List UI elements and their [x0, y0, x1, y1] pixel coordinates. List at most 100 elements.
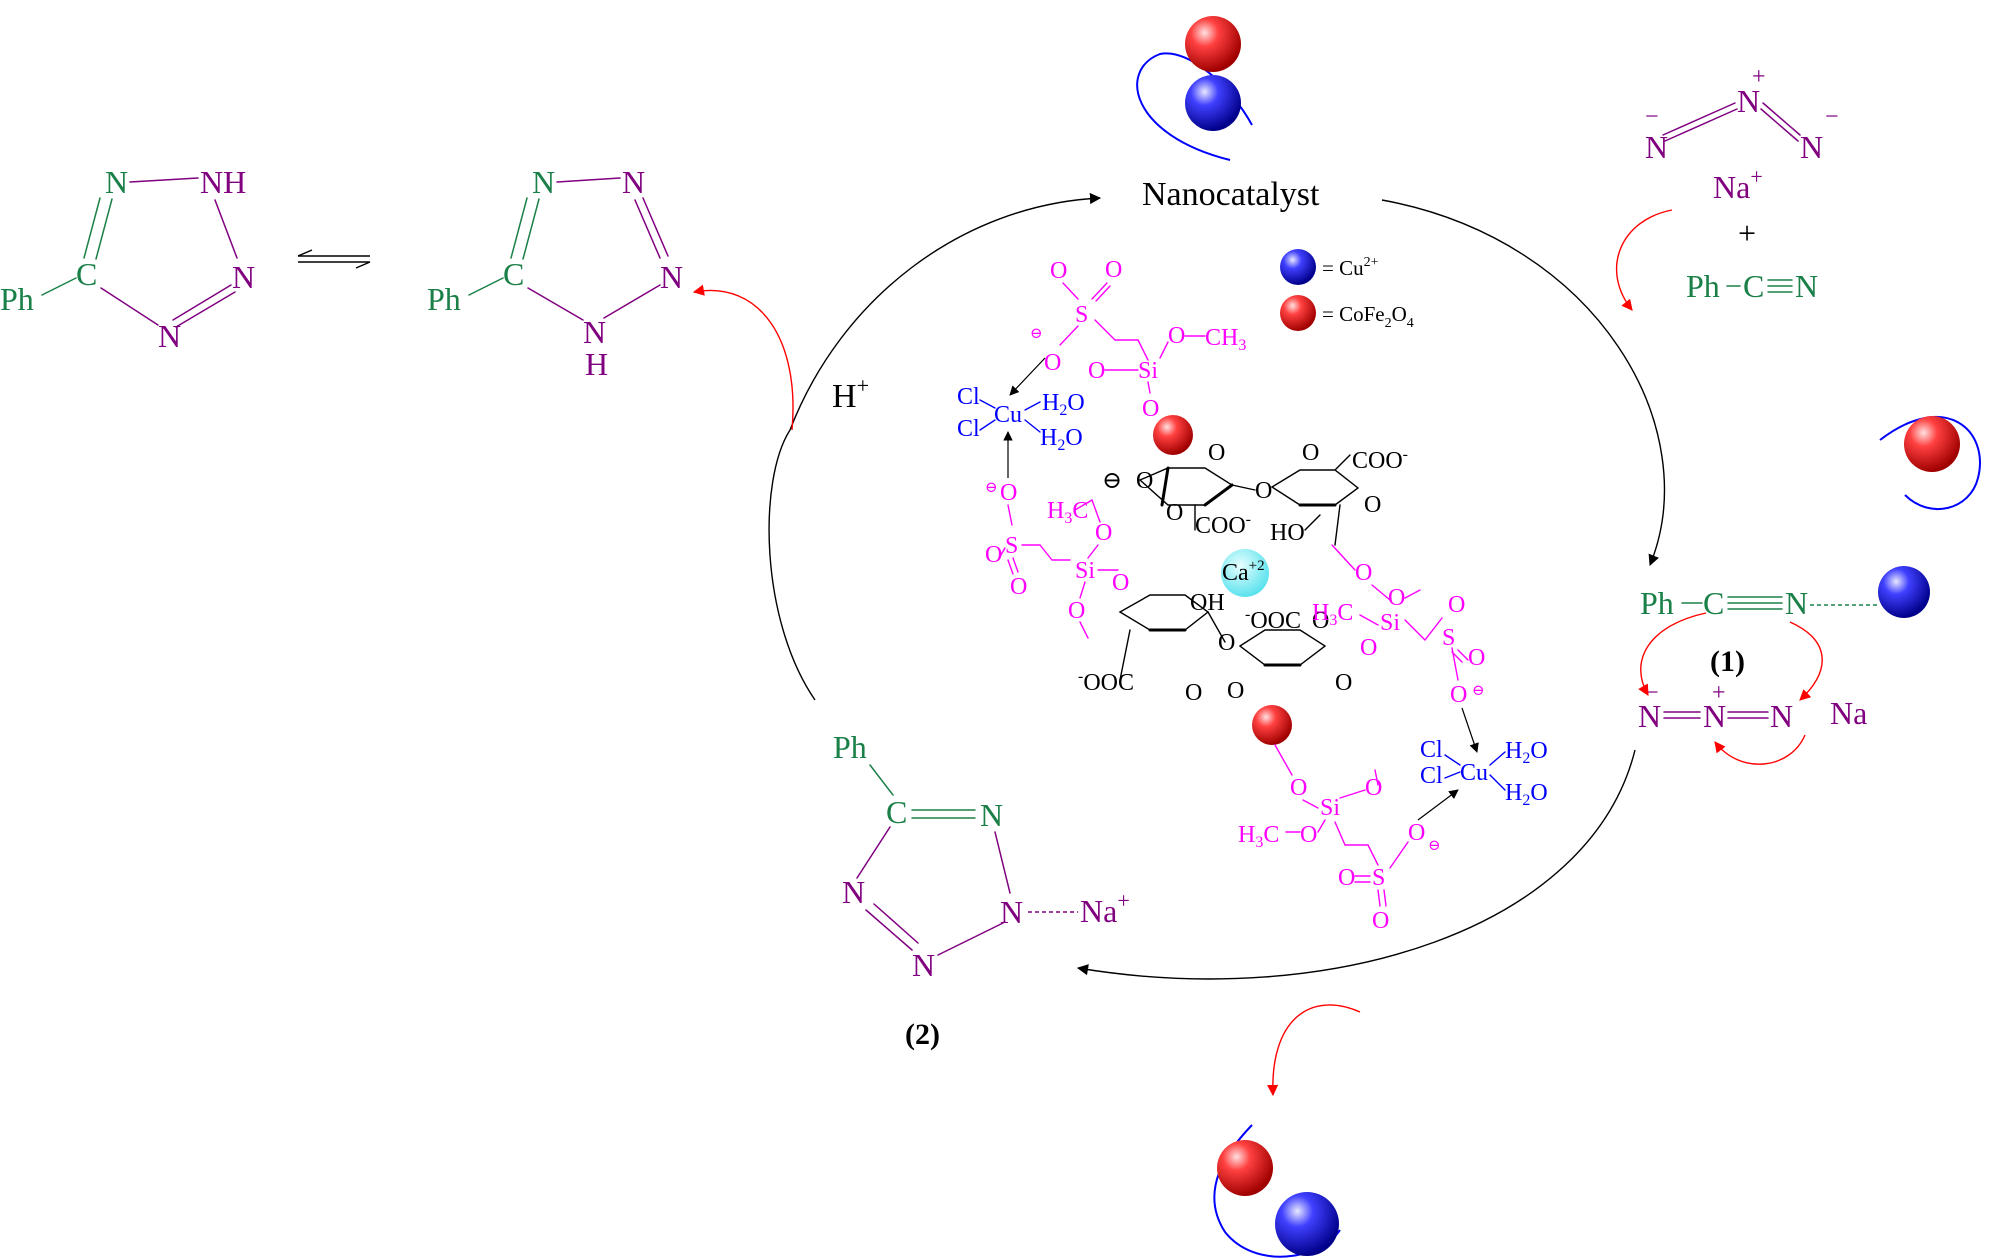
red-arrow-product-release	[692, 284, 794, 431]
svg-text:O: O	[1372, 908, 1389, 934]
reagent-na: Na	[1713, 169, 1750, 205]
intermediate-1-cu-sphere	[1878, 566, 1930, 618]
svg-text:Si: Si	[1138, 358, 1158, 384]
svg-text:O: O	[1335, 670, 1352, 696]
svg-text:O: O	[1408, 820, 1425, 846]
reagent-plus: +	[1738, 215, 1756, 251]
catalyst-bottom	[1213, 1124, 1341, 1258]
svg-text:O: O	[985, 542, 1002, 568]
svg-text:COO-: COO-	[1195, 511, 1251, 539]
svg-text:Ph: Ph	[1640, 585, 1674, 621]
intermediate-1-cofe-sphere	[1904, 416, 1960, 472]
svg-text:S: S	[1442, 625, 1455, 651]
svg-text:N: N	[980, 797, 1003, 833]
svg-text:H3C: H3C	[1047, 498, 1088, 527]
svg-text:O: O	[1255, 478, 1272, 504]
svg-text:O: O	[1312, 608, 1329, 634]
intermediate-1-label: (1)	[1710, 645, 1745, 678]
intermediate-2: Ph C N N N N Na+ (2)	[833, 729, 1130, 1051]
svg-text:⊖: ⊖	[985, 480, 998, 496]
svg-text:N: N	[842, 874, 865, 910]
svg-text:S: S	[1075, 302, 1088, 328]
svg-text:O: O	[1105, 257, 1122, 283]
svg-text:Si: Si	[1380, 610, 1400, 636]
svg-text:N: N	[532, 164, 555, 200]
intermediate-2-label: (2)	[905, 1018, 940, 1051]
svg-text:Na: Na	[1830, 695, 1867, 731]
svg-text:-OOC: -OOC	[1245, 606, 1301, 634]
svg-text:H2O: H2O	[1042, 390, 1085, 419]
svg-text:⊖: ⊖	[1030, 326, 1043, 342]
svg-text:O: O	[1355, 560, 1372, 586]
svg-text:O: O	[1112, 570, 1129, 596]
linker-left: ⊖ O O S O Si H3C O O O	[985, 431, 1129, 639]
svg-text:Si: Si	[1075, 558, 1095, 584]
svg-text:N: N	[1645, 129, 1668, 165]
svg-text:N: N	[105, 164, 128, 200]
linker-bottom: O Si O H3C O S O O O ⊖	[1238, 744, 1441, 934]
svg-text:⊖: ⊖	[1102, 468, 1122, 494]
svg-text:Na+: Na+	[1713, 164, 1763, 205]
svg-text:O: O	[1166, 500, 1183, 526]
svg-text:⊖: ⊖	[1472, 683, 1485, 699]
legend-cofe-text: = CoFe	[1322, 302, 1385, 326]
red-arrow-catalyst-release	[1267, 1004, 1361, 1097]
svg-text:N: N	[1795, 268, 1818, 304]
svg-text:⊖: ⊖	[1428, 838, 1441, 854]
svg-text:N: N	[912, 947, 935, 983]
proton-label: H+	[832, 373, 869, 415]
reagents: N − N + N − Na+ + Ph C N	[1645, 64, 1839, 304]
svg-text:O: O	[1338, 865, 1355, 891]
svg-text:O: O	[1000, 480, 1017, 506]
svg-text:C: C	[886, 794, 907, 830]
svg-text:O: O	[1365, 775, 1382, 801]
svg-text:CH3: CH3	[1205, 325, 1246, 354]
svg-text:N: N	[622, 164, 645, 200]
svg-text:N: N	[158, 318, 181, 354]
svg-text:Ph: Ph	[427, 281, 461, 317]
svg-text:N: N	[1703, 698, 1726, 734]
cycle-arc-left-upper	[789, 192, 1102, 431]
svg-text:O: O	[1300, 822, 1317, 848]
svg-text:O: O	[1360, 635, 1377, 661]
svg-text:Cl: Cl	[1420, 763, 1443, 789]
svg-text:O: O	[1068, 598, 1085, 624]
svg-text:H2O: H2O	[1040, 425, 1083, 454]
svg-text:-OOC: -OOC	[1078, 668, 1134, 696]
cycle-arc-bottom-right	[1076, 749, 1636, 980]
svg-text:−: −	[1825, 104, 1839, 130]
red-arrow-reagent-entry	[1615, 209, 1673, 311]
svg-text:Cl: Cl	[1420, 737, 1443, 763]
svg-text:N: N	[660, 259, 683, 295]
structure-cofe-sphere-bottom	[1252, 705, 1292, 745]
svg-text:C: C	[503, 256, 524, 292]
svg-text:O: O	[1095, 520, 1112, 546]
svg-text:N: N	[1800, 129, 1823, 165]
svg-text:O: O	[1142, 396, 1159, 422]
calcium-ion	[1221, 549, 1269, 597]
svg-text:Ph: Ph	[1686, 268, 1720, 304]
svg-text:O: O	[1088, 358, 1105, 384]
tetrazole-tautomer-2: N N C Ph N N H	[427, 164, 683, 382]
legend-cu-text: = Cu	[1322, 256, 1364, 280]
cu-complex-bottom: Cl Cl Cu H2O H2O	[1417, 737, 1548, 821]
svg-text:O: O	[1448, 592, 1465, 618]
svg-text:O: O	[1136, 468, 1153, 494]
svg-text:N: N	[1785, 585, 1808, 621]
catalyst-structure: O O S O ⊖ O CH3 Si O O Cl Cl	[957, 257, 1548, 934]
equilibrium-arrows	[297, 249, 371, 269]
svg-text:O: O	[1218, 630, 1235, 656]
alginate-backbone: O O O ⊖ COO- O O COO- HO O OH -OOC O O	[1078, 440, 1408, 706]
svg-text:N: N	[1737, 83, 1760, 119]
benzonitrile: Ph C N	[1686, 268, 1818, 304]
tetrazole-tautomer-1: N NH C Ph N N	[0, 164, 255, 354]
cu-complex-top: Cl Cl Cu H2O H2O	[957, 357, 1085, 454]
svg-text:O: O	[1185, 680, 1202, 706]
svg-text:S: S	[1005, 533, 1018, 559]
svg-text:N: N	[1770, 698, 1793, 734]
svg-text:O: O	[1044, 350, 1061, 376]
svg-text:O: O	[1050, 258, 1067, 284]
svg-text:N: N	[232, 259, 255, 295]
legend-cu-sphere	[1280, 249, 1316, 285]
